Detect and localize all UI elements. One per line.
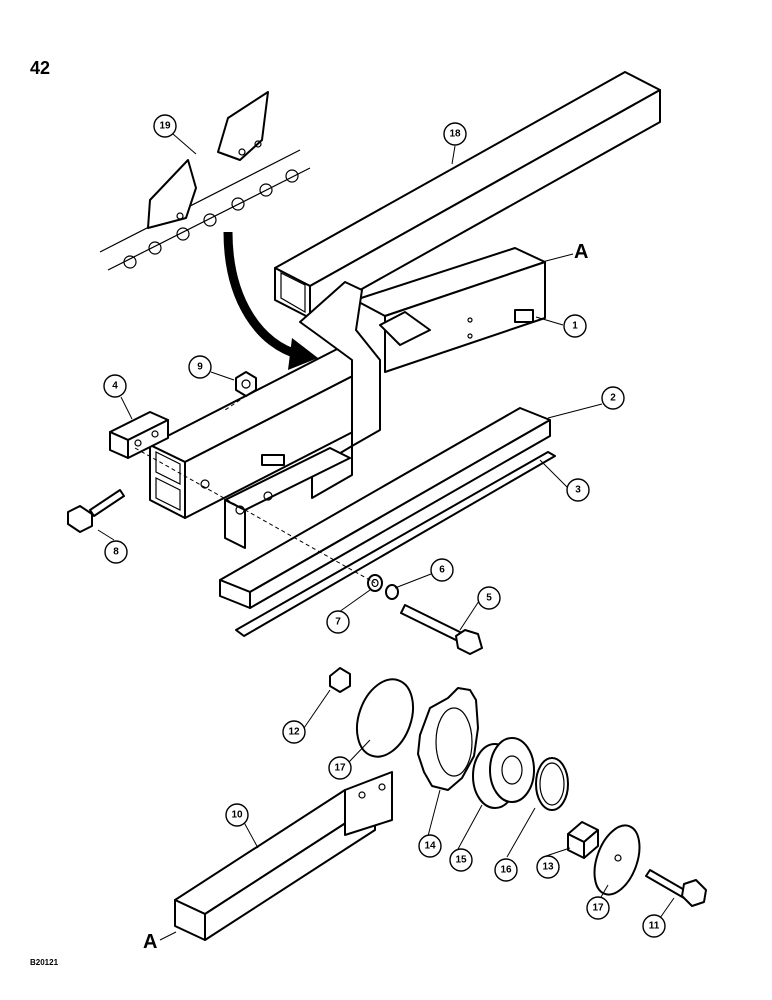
callout-19: 19 bbox=[153, 114, 177, 138]
svg-text:2: 2 bbox=[610, 393, 616, 404]
callout-16: 16 bbox=[494, 858, 518, 882]
svg-text:10: 10 bbox=[231, 810, 243, 821]
svg-text:19: 19 bbox=[159, 121, 171, 132]
callout-17-upper: 17 bbox=[328, 756, 352, 780]
illustration-reference-code: B20121 bbox=[30, 958, 59, 967]
svg-text:3: 3 bbox=[575, 485, 581, 496]
bearing-part bbox=[472, 737, 535, 809]
lock-nut-part bbox=[235, 371, 257, 397]
callout-3: 3 bbox=[566, 478, 590, 502]
callout-2: 2 bbox=[601, 386, 625, 410]
callout-18: 18 bbox=[443, 122, 467, 146]
callout-1: 1 bbox=[563, 314, 587, 338]
conveyor-chain-drawing bbox=[99, 91, 311, 271]
callout-12: 12 bbox=[282, 720, 306, 744]
svg-text:9: 9 bbox=[197, 362, 203, 373]
svg-text:8: 8 bbox=[113, 547, 119, 558]
callout-13: 13 bbox=[536, 855, 560, 879]
callout-11: 11 bbox=[642, 914, 666, 938]
svg-text:6: 6 bbox=[439, 565, 445, 576]
svg-text:17: 17 bbox=[334, 763, 346, 774]
svg-text:18: 18 bbox=[449, 129, 461, 140]
hex-bolt-part bbox=[67, 489, 125, 533]
page-number: 42 bbox=[30, 58, 51, 78]
callout-5: 5 bbox=[477, 586, 501, 610]
mounting-block-part bbox=[109, 411, 169, 459]
assembly-arrow bbox=[223, 231, 318, 370]
section-marker-a-lower: A bbox=[143, 931, 157, 953]
callout-7: 7 bbox=[326, 610, 350, 634]
callout-4: 4 bbox=[103, 374, 127, 398]
callout-15: 15 bbox=[449, 848, 473, 872]
svg-text:11: 11 bbox=[649, 921, 660, 932]
svg-text:5: 5 bbox=[486, 593, 492, 604]
hub-nut-part bbox=[329, 667, 351, 693]
lower-square-tube-part bbox=[174, 771, 393, 941]
nut-axis-line bbox=[224, 395, 247, 411]
long-bolt-part bbox=[400, 604, 483, 655]
flat-strip-part bbox=[235, 451, 556, 637]
shaft-bolt-part bbox=[645, 869, 707, 907]
callout-10: 10 bbox=[225, 803, 249, 827]
cover-disk-part bbox=[355, 678, 415, 758]
section-marker-a-upper: A bbox=[574, 241, 588, 263]
main-square-tube-part bbox=[149, 344, 381, 519]
long-square-tube-part bbox=[274, 71, 661, 319]
callout-6: 6 bbox=[430, 558, 454, 582]
svg-text:15: 15 bbox=[455, 855, 467, 866]
svg-text:17: 17 bbox=[592, 903, 604, 914]
square-spacer-part bbox=[567, 821, 599, 859]
angle-plate-part bbox=[224, 447, 351, 549]
svg-text:1: 1 bbox=[572, 321, 578, 332]
section-marker-a-leader bbox=[159, 931, 177, 941]
wear-strip-part bbox=[219, 407, 551, 609]
sprocket-part bbox=[417, 687, 479, 791]
svg-text:4: 4 bbox=[112, 381, 118, 392]
callout-8: 8 bbox=[104, 540, 128, 564]
lock-washer-part bbox=[385, 584, 399, 600]
svg-text:13: 13 bbox=[542, 862, 554, 873]
callout-9: 9 bbox=[188, 355, 212, 379]
callout-17-lower: 17 bbox=[586, 896, 610, 920]
callout-14: 14 bbox=[418, 834, 442, 858]
svg-text:12: 12 bbox=[288, 727, 300, 738]
frame-channel-part bbox=[354, 247, 546, 373]
svg-text:14: 14 bbox=[424, 841, 436, 852]
outer-disk-part bbox=[593, 824, 641, 896]
snap-ring-part bbox=[535, 757, 569, 811]
svg-text:7: 7 bbox=[335, 617, 341, 628]
bolt-axis-line bbox=[134, 447, 376, 584]
svg-text:16: 16 bbox=[500, 865, 512, 876]
